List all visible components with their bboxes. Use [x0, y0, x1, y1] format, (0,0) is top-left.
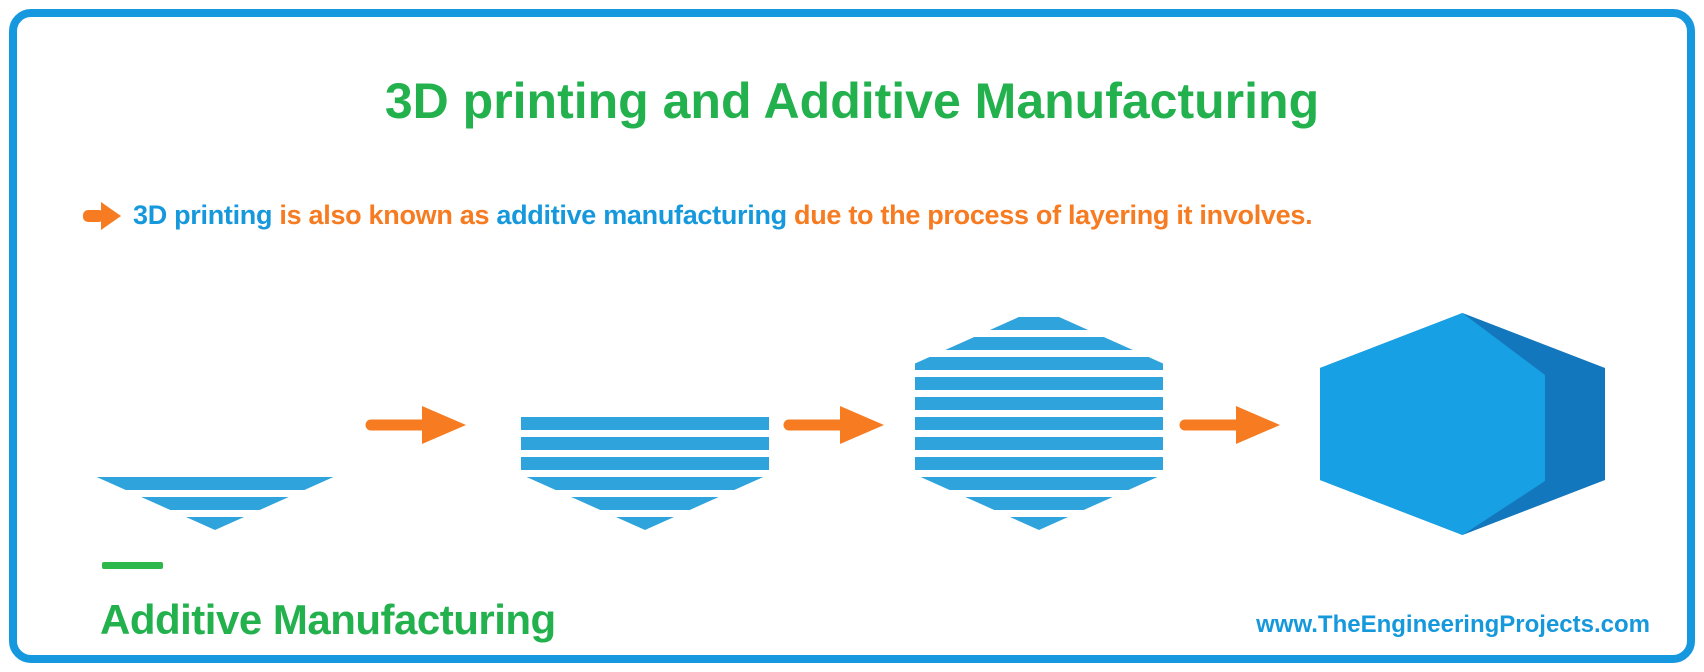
subtitle-segment: 3D printing: [133, 200, 273, 230]
process-arrow-icon: [365, 406, 466, 444]
subtitle: 3D printing is also known as additive ma…: [83, 200, 1313, 231]
caption: Additive Manufacturing: [100, 596, 556, 643]
finished-part-hexagon-icon: [1320, 313, 1605, 535]
subtitle-segment: additive manufacturing: [496, 200, 787, 230]
process-arrow-icon: [1179, 406, 1280, 444]
website-link[interactable]: www.TheEngineeringProjects.com: [1256, 611, 1650, 638]
subtitle-segment: is also known as: [272, 200, 497, 230]
process-arrow-icon: [783, 406, 884, 444]
page-title: 3D printing and Additive Manufacturing: [384, 73, 1320, 129]
arrow-right-icon: [83, 201, 121, 230]
caption-underline: [102, 562, 163, 569]
subtitle-text: 3D printing is also known as additive ma…: [133, 200, 1313, 231]
hexagon-front-face: [1320, 313, 1545, 535]
subtitle-segment: due to the process of layering it involv…: [786, 200, 1313, 230]
border-frame: [9, 9, 1695, 663]
